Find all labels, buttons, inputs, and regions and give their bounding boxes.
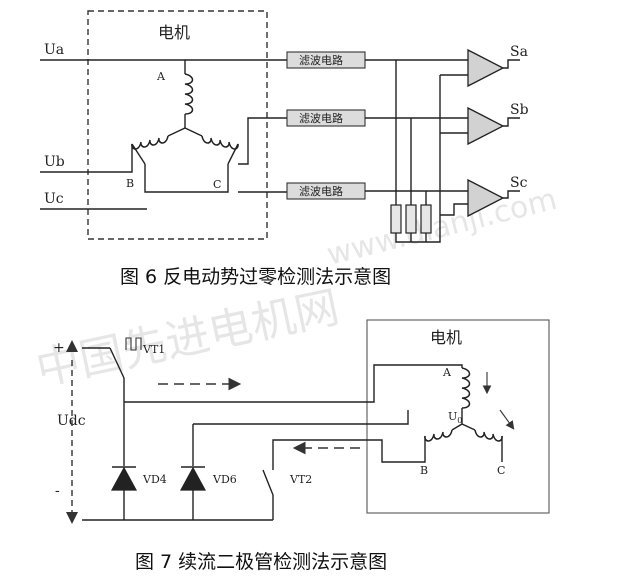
watermark-text-cn: 中国先进电机网 (32, 282, 344, 396)
fig7-wire-a-top (392, 364, 463, 368)
fig7-node-c: C (497, 464, 505, 477)
fig6-input-ua: Ua (44, 42, 64, 58)
fig7-coil-c (474, 429, 503, 442)
fig7-wire-center-c (461, 423, 476, 431)
fig7-node-b: B (420, 464, 428, 477)
fig6-wire-center-b (167, 127, 186, 137)
fig6-resistor-1 (390, 204, 402, 234)
fig7-vd6-label: VD6 (212, 473, 237, 486)
figure-7: 电机 + - Udc VT1 VD4 VD6 (53, 319, 550, 573)
fig6-input-ub: Ub (44, 154, 65, 170)
fig7-vt2-switch (262, 469, 274, 520)
fig6-wire-c-to-filter2 (238, 117, 287, 165)
fig7-supply-arrow-down (66, 512, 78, 524)
fig6-comparator-c (467, 178, 505, 218)
fig7-vt2-up (272, 439, 392, 470)
fig6-ref-3 (440, 203, 468, 216)
fig7-vd6-diode (179, 466, 207, 491)
fig6-caption: 图 6 反电动势过零检测法示意图 (120, 266, 391, 288)
fig7-motor-label: 电机 (430, 328, 462, 347)
fig6-comparator-a (467, 48, 505, 88)
fig6-output-sb: Sb (510, 102, 529, 118)
fig6-motor-box (87, 10, 268, 240)
fig7-neutral-label: U0 (448, 410, 462, 425)
fig7-emf-arrow-c (499, 409, 515, 430)
fig6-wire-c-node (227, 143, 239, 165)
fig7-switch-vt1 (109, 347, 125, 379)
fig7-coil-b (424, 429, 453, 442)
fig7-minus-sign: - (55, 483, 60, 499)
fig7-coil-a (461, 367, 471, 409)
figure-6: 电机 Ua Ub Uc A B C 滤波电路 (40, 10, 529, 288)
fig6-coil-a (184, 73, 194, 115)
fig7-vt1-pulse-icon (125, 337, 142, 351)
fig7-neutral-sub: 0 (457, 416, 462, 425)
fig6-resistor-2 (405, 204, 417, 234)
fig6-filter-1-label: 滤波电路 (299, 54, 343, 67)
fig7-vd4-diode (110, 466, 138, 491)
fig6-motor-label: 电机 (158, 23, 190, 42)
fig7-vd6-feed (193, 410, 409, 425)
fig7-plus-sign: + (53, 340, 65, 356)
fig6-wire-bc-bottom (144, 164, 229, 193)
fig7-wire-center-b (451, 423, 463, 431)
fig6-comparator-b (467, 106, 505, 146)
fig7-wire-b-down (392, 436, 426, 463)
fig7-supply-arrow-up (66, 340, 78, 352)
fig7-vd4-label: VD4 (142, 473, 167, 486)
fig6-input-uc: Uc (44, 191, 64, 207)
fig6-output-sa: Sa (510, 44, 528, 60)
fig6-coil-c (201, 135, 239, 150)
fig7-wire-to-a (124, 364, 392, 403)
fig6-wire-center-c (184, 127, 203, 137)
watermark: 中国先进电机网 www.dianji.com (32, 182, 561, 396)
fig6-coil-b (131, 135, 169, 150)
fig6-resistor-3 (420, 204, 432, 234)
fig6-wire-ub (40, 144, 133, 173)
fig7-node-a: A (442, 366, 452, 379)
fig6-out-c-wire (503, 190, 520, 199)
fig6-node-a: A (156, 70, 166, 83)
fig6-filter-2-label: 滤波电路 (299, 112, 343, 125)
fig6-output-sc: Sc (510, 175, 528, 191)
fig6-filter-3-label: 滤波电路 (299, 185, 343, 198)
fig6-out-a-wire (503, 59, 520, 69)
fig7-caption: 图 7 续流二极管检测法示意图 (135, 551, 387, 573)
fig6-wire-b-node (131, 143, 146, 165)
fig6-node-c: C (213, 178, 221, 191)
fig7-motor-box (366, 319, 550, 514)
fig6-res-neutral (395, 75, 441, 243)
fig7-vt2-label: VT2 (289, 473, 312, 486)
fig6-node-b: B (126, 177, 134, 190)
fig6-out-b-wire (503, 117, 520, 127)
fig7-vt1-label: VT1 (142, 343, 165, 356)
